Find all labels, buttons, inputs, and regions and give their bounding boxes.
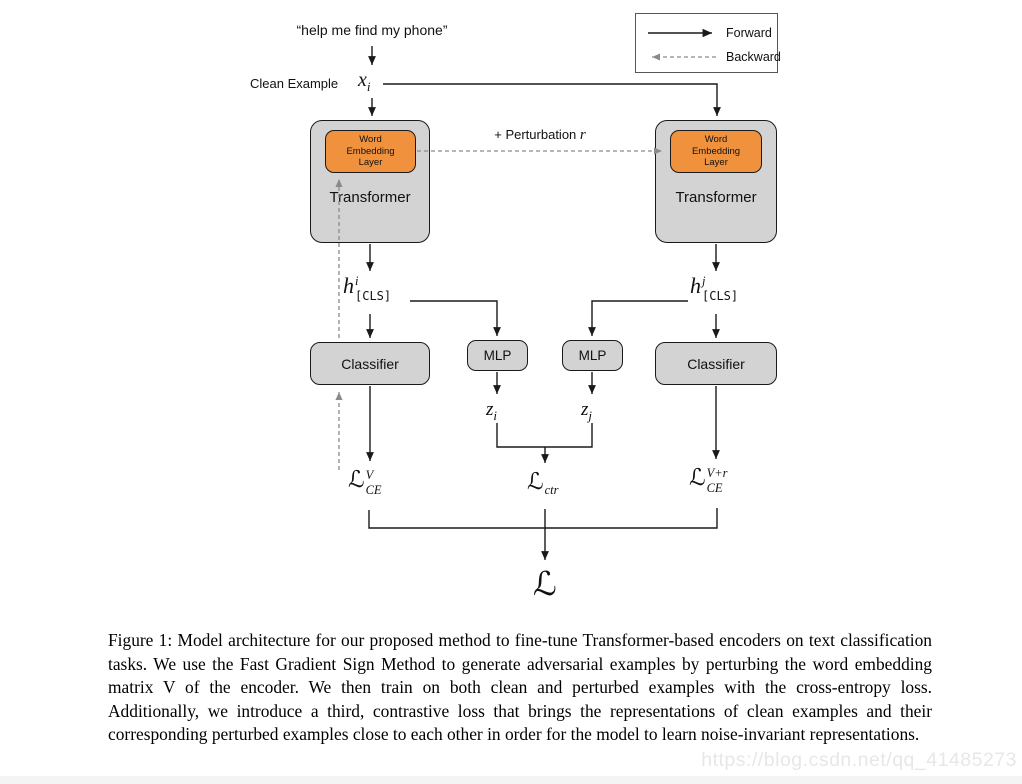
figure-caption: Figure 1: Model architecture for our pro… (108, 630, 932, 745)
legend-backward-label: Backward (726, 50, 781, 64)
xi-sub: i (366, 79, 371, 94)
zi-sub: i (493, 408, 498, 423)
loss-ce-left-sup: V (365, 468, 374, 482)
perturbation-var: r (579, 127, 586, 143)
loss-ce-right-sub: CE (706, 480, 723, 495)
xi-base: x (358, 69, 367, 91)
loss-ce-left: ℒ V CE (348, 469, 382, 496)
classifier-box-left: Classifier (310, 342, 430, 385)
bottom-strip (0, 776, 1022, 784)
perturbation-label: + Perturbation r (455, 127, 625, 144)
watermark: https://blog.csdn.net/qq_41485273 (701, 749, 1017, 771)
word-embedding-layer-right: Word Embedding Layer (670, 130, 762, 173)
loss-ctr-sub: ctr (544, 483, 559, 497)
zj-label: zj (581, 399, 592, 424)
hidden-left-sub: [CLS] (355, 288, 392, 303)
mlp-label-left: MLP (483, 348, 512, 363)
loss-ctr-base: ℒ (527, 469, 544, 495)
classifier-box-right: Classifier (655, 342, 777, 385)
mlp-box-right: MLP (562, 340, 623, 371)
hidden-right-base: h (690, 273, 701, 298)
input-quote: “help me find my phone” (296, 22, 448, 38)
wire-z-merge (496, 423, 593, 448)
zj-base: z (581, 399, 589, 420)
mlp-label-right: MLP (578, 348, 607, 363)
clean-example-label: Clean Example (250, 76, 339, 91)
loss-ce-left-sub: CE (365, 482, 382, 497)
word-embedding-layer-right-label: Word Embedding Layer (691, 134, 741, 169)
zi-label: zi (486, 399, 497, 424)
hidden-right-sub: [CLS] (702, 288, 739, 303)
word-embedding-layer-left: Word Embedding Layer (325, 130, 416, 173)
hidden-right-sup: j (702, 274, 706, 288)
hidden-left-sup: i (355, 274, 359, 288)
legend-box (635, 13, 778, 73)
zj-sub: j (588, 408, 593, 423)
legend-forward-label: Forward (726, 26, 772, 40)
transformer-label-left: Transformer (329, 189, 411, 206)
loss-contrastive: ℒ ctr (527, 471, 558, 497)
classifier-label-right: Classifier (687, 355, 745, 372)
total-loss-label: ℒ (533, 564, 557, 603)
hidden-state-left: h i [CLS] (343, 275, 391, 302)
loss-ce-right-base: ℒ (689, 465, 706, 491)
hidden-left-base: h (343, 273, 354, 298)
wire-loss-merge (368, 508, 718, 529)
arrow-hj-to-right-mlp (588, 300, 688, 336)
loss-ce-left-base: ℒ (348, 467, 365, 493)
word-embedding-layer-left-label: Word Embedding Layer (346, 134, 395, 169)
hidden-state-right: h j [CLS] (690, 275, 738, 302)
loss-ce-right: ℒ V+r CE (689, 467, 728, 494)
arrow-xi-to-right-transformer (383, 83, 721, 116)
zi-base: z (486, 399, 494, 420)
xi-label: xi (358, 69, 371, 95)
arrow-hi-to-left-mlp (410, 300, 501, 336)
classifier-label-left: Classifier (341, 355, 399, 372)
mlp-box-left: MLP (467, 340, 528, 371)
loss-ce-right-sup: V+r (706, 466, 728, 480)
transformer-label-right: Transformer (675, 189, 757, 206)
perturbation-prefix: + Perturbation (494, 127, 577, 142)
